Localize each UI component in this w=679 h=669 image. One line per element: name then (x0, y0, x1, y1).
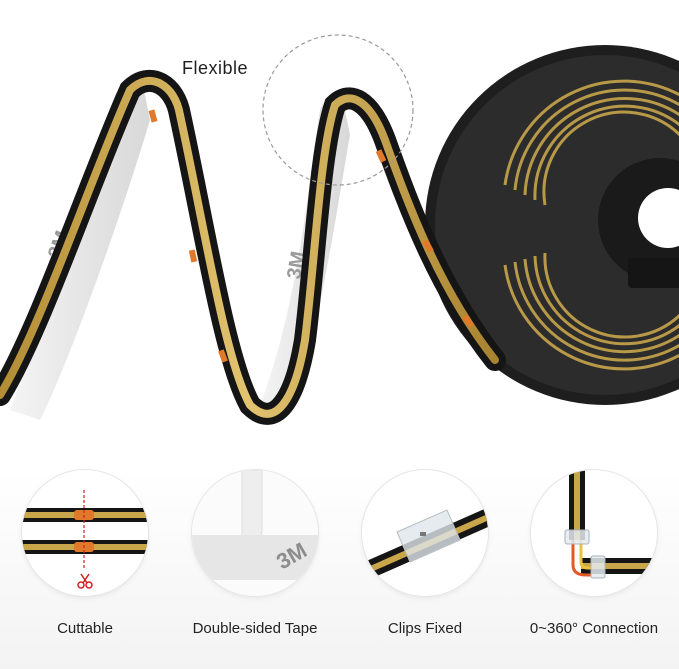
feature-clips-caption: Clips Fixed (387, 620, 463, 637)
feature-cuttable-image: +24V -CW -WW (22, 470, 148, 596)
feature-double-sided-tape: 3M Double-sided Tape (170, 470, 340, 669)
flexible-label: Flexible (182, 58, 249, 78)
ww-marking: -WW (98, 557, 114, 564)
feature-connection: 0~360° Connection (509, 470, 679, 669)
cw-marking: -CW (98, 531, 112, 538)
led-strip (0, 69, 506, 425)
connector (564, 529, 606, 579)
feature-row: +24V -CW -WW Cuttable 3M Double-sid (0, 470, 679, 669)
product-hero-image: 3M 3M Flexible (0, 34, 679, 425)
feature-clips-fixed: Clips Fixed (340, 470, 510, 669)
mounting-clip (396, 509, 461, 563)
voltage-marking: +24V (98, 499, 118, 508)
feature-connection-caption: 0~360° Connection (529, 620, 659, 637)
reel (425, 45, 679, 405)
cut-scissors-icon (76, 572, 94, 590)
feature-connection-image (531, 470, 657, 596)
feature-tape-image: 3M (192, 470, 318, 596)
led-strip-illustration: 3M 3M (0, 34, 679, 425)
feature-cuttable: +24V -CW -WW Cuttable (0, 470, 170, 669)
feature-cuttable-caption: Cuttable (57, 620, 113, 637)
feature-tape-caption: Double-sided Tape (192, 620, 318, 637)
feature-clips-image (362, 470, 488, 596)
flexible-callout-circle (262, 34, 414, 186)
